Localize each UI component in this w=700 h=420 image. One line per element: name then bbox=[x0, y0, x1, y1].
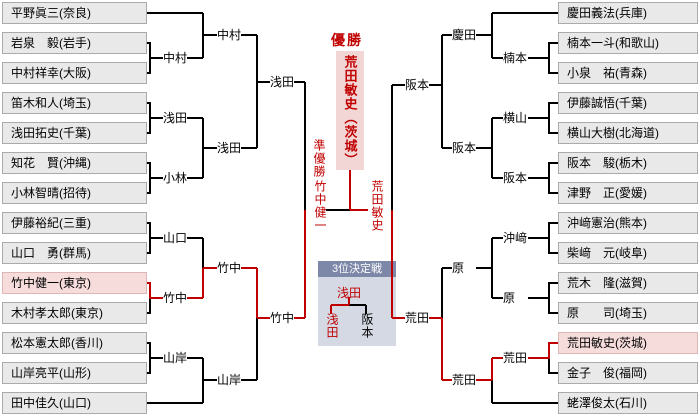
round2-winner-label: 阪本 bbox=[452, 141, 477, 155]
round1-winner-label: 原 bbox=[503, 291, 516, 305]
round2-winner-label: 原 bbox=[452, 261, 465, 275]
round1-winner-label: 楠本 bbox=[503, 51, 528, 65]
round3-winner-label: 荒田 bbox=[405, 311, 430, 325]
player-box-highlighted-champion: 荒田敏史(茨城) bbox=[558, 332, 698, 354]
player-box: 柴﨑 元(岐阜) bbox=[558, 242, 698, 264]
player-box: 浅田拓史(千葉) bbox=[2, 122, 147, 144]
round2-winner-label: 慶田 bbox=[452, 28, 477, 42]
third-place-left-player: 浅田 bbox=[325, 313, 339, 339]
round2-winner-label: 山岸 bbox=[217, 373, 242, 387]
champion-title: 優勝 bbox=[331, 32, 363, 48]
player-box: 笛木和人(埼玉) bbox=[2, 92, 147, 114]
player-box: 阪本 駿(栃木) bbox=[558, 152, 698, 174]
round2-winner-label: 荒田 bbox=[452, 373, 477, 387]
player-box: 沖﨑憲治(熊本) bbox=[558, 212, 698, 234]
player-box: 伊藤裕紀(三重) bbox=[2, 212, 147, 234]
round3-winner-label: 阪本 bbox=[405, 78, 430, 92]
runner-up-name: 竹中健一 bbox=[313, 180, 327, 232]
player-box: 荒木 隆(滋賀) bbox=[558, 272, 698, 294]
player-box: 楠本一斗(和歌山) bbox=[558, 32, 698, 54]
player-box-highlighted-runner-up: 竹中健一(東京) bbox=[2, 272, 147, 294]
third-place-title: 3位決定戦 bbox=[318, 261, 396, 277]
player-box: 伊藤誠悟(千葉) bbox=[558, 92, 698, 114]
player-box: 松本憲太郎(香川) bbox=[2, 332, 147, 354]
player-box: 慶田義法(兵庫) bbox=[558, 2, 698, 24]
player-box: 小泉 祐(青森) bbox=[558, 62, 698, 84]
third-place-winner: 浅田 bbox=[337, 286, 362, 300]
round2-winner-label: 竹中 bbox=[217, 261, 242, 275]
player-box: 山岸亮平(山形) bbox=[2, 362, 147, 384]
round3-winner-label: 浅田 bbox=[270, 75, 295, 89]
round2-winner-label: 浅田 bbox=[217, 141, 242, 155]
player-box: 津野 正(愛媛) bbox=[558, 182, 698, 204]
runner-up-title: 準優勝 bbox=[312, 139, 326, 178]
round3-winner-label: 竹中 bbox=[270, 311, 295, 325]
player-box: 蛯澤俊太(石川) bbox=[558, 392, 698, 414]
round1-winner-label: 阪本 bbox=[503, 171, 528, 185]
player-box: 平野眞三(奈良) bbox=[2, 2, 147, 24]
player-box: 知花 賢(沖縄) bbox=[2, 152, 147, 174]
round1-winner-label: 山岸 bbox=[163, 351, 188, 365]
player-box: 小林智晴(招待) bbox=[2, 182, 147, 204]
player-box: 山口 勇(群馬) bbox=[2, 242, 147, 264]
round1-winner-label: 荒田 bbox=[503, 351, 528, 365]
round1-winner-label: 沖﨑 bbox=[503, 231, 528, 245]
round1-winner-label: 小林 bbox=[163, 171, 188, 185]
player-box: 岩泉 毅(岩手) bbox=[2, 32, 147, 54]
round1-winner-label: 浅田 bbox=[163, 111, 188, 125]
champion-name: 荒田敏史（茨城） bbox=[342, 54, 358, 167]
champion-box: 荒田敏史（茨城） bbox=[336, 51, 364, 170]
finalist-right-name: 荒田敏史 bbox=[370, 180, 384, 232]
round1-winner-label: 中村 bbox=[163, 51, 188, 65]
third-place-right-player: 阪本 bbox=[360, 313, 374, 339]
player-box: 金子 俊(福岡) bbox=[558, 362, 698, 384]
player-box: 横山大樹(北海道) bbox=[558, 122, 698, 144]
player-box: 田中佳久(山口) bbox=[2, 392, 147, 414]
player-box: 中村祥幸(大阪) bbox=[2, 62, 147, 84]
player-box: 原 司(埼玉) bbox=[558, 302, 698, 324]
round1-winner-label: 横山 bbox=[503, 111, 528, 125]
round1-winner-label: 山口 bbox=[163, 231, 188, 245]
player-box: 木村孝太郎(東京) bbox=[2, 302, 147, 324]
round2-winner-label: 中村 bbox=[217, 28, 242, 42]
round1-winner-label: 竹中 bbox=[163, 291, 188, 305]
